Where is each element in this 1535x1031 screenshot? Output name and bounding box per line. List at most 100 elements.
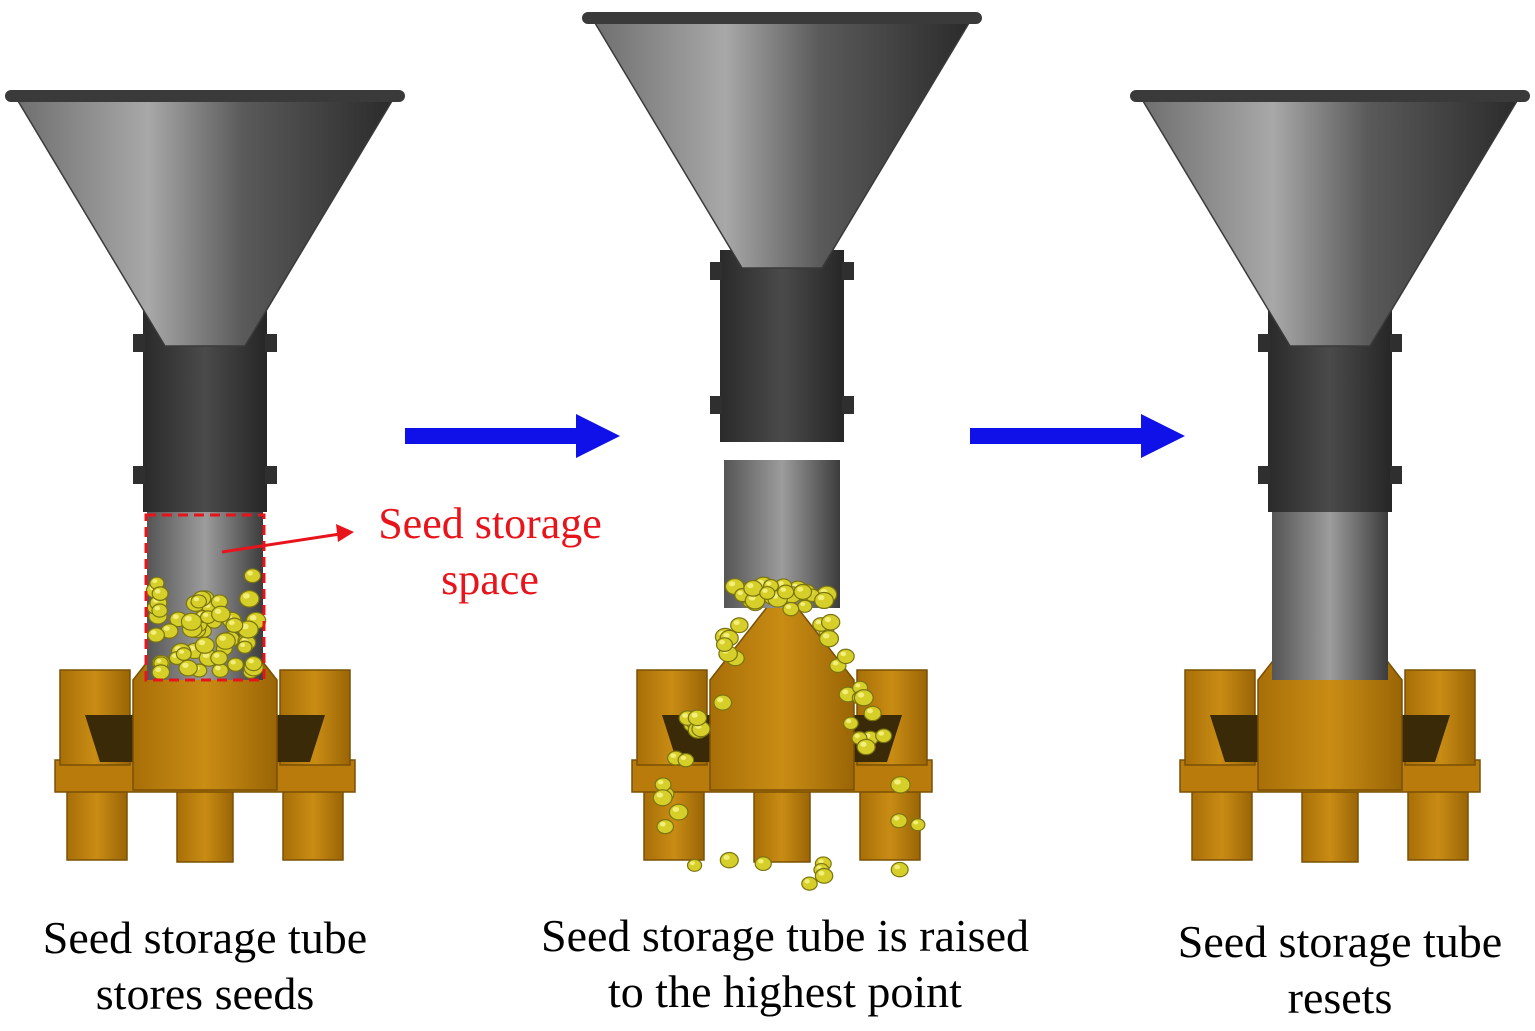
caption-stage-2-line1: Seed storage tube is raised — [541, 910, 1029, 961]
bracket-left-0 — [1258, 334, 1270, 352]
channel-right — [277, 715, 325, 762]
seed — [782, 601, 800, 617]
seed — [842, 716, 859, 731]
seed — [237, 640, 253, 654]
seed — [856, 738, 876, 756]
seed — [730, 617, 749, 634]
seed — [211, 663, 229, 678]
outlet-center — [1301, 789, 1359, 863]
channel-right — [1402, 715, 1450, 762]
assembly-stage-1 — [5, 90, 405, 863]
bracket-right-0 — [1390, 334, 1402, 352]
seed — [147, 627, 165, 643]
seed — [190, 594, 207, 609]
funnel-cone — [1138, 95, 1522, 347]
seed — [744, 591, 766, 610]
seed — [244, 655, 263, 672]
seed — [194, 636, 215, 654]
outer-sleeve — [720, 250, 844, 442]
seed — [668, 803, 689, 821]
caption-stage-3-line2: resets — [1287, 972, 1393, 1023]
caption-stage-2: Seed storage tube is raised to the highe… — [490, 908, 1080, 1020]
seed — [777, 584, 795, 600]
seed — [227, 657, 244, 672]
seed — [801, 876, 818, 891]
outlet-left — [66, 789, 128, 861]
seed — [713, 694, 733, 711]
hopper-funnel — [5, 90, 405, 347]
caption-stage-1-line1: Seed storage tube — [42, 912, 368, 963]
outlet-left — [1191, 789, 1253, 861]
arrow-stage-1-to-2-shaft — [405, 428, 580, 444]
storage-tube-inner — [1272, 500, 1388, 680]
bracket-right-1 — [1390, 466, 1402, 484]
seed — [863, 705, 882, 722]
seed — [652, 789, 673, 807]
arrow-stage-1-to-2-head — [576, 414, 620, 458]
seed — [243, 568, 262, 584]
funnel-cone — [13, 95, 397, 347]
seed — [225, 617, 244, 633]
caption-stage-2-line2: to the highest point — [608, 966, 962, 1017]
seed — [759, 586, 776, 600]
seed — [814, 867, 834, 884]
bracket-left-1 — [710, 396, 722, 414]
seed — [686, 858, 703, 872]
seed — [151, 664, 171, 681]
bracket-left-0 — [710, 262, 722, 280]
seed — [754, 856, 772, 872]
seed — [875, 728, 893, 744]
hopper-funnel — [582, 12, 982, 269]
seed — [654, 777, 672, 792]
seed — [677, 753, 695, 768]
arrow-stage-1-to-2 — [405, 414, 620, 458]
seed — [239, 590, 260, 608]
seed — [814, 591, 834, 610]
seed — [687, 709, 708, 727]
bracket-left-0 — [133, 334, 145, 352]
seed — [719, 851, 739, 869]
seed — [853, 689, 874, 707]
seed — [656, 819, 675, 835]
caption-stage-1-line2: stores seeds — [95, 968, 315, 1019]
funnel-rim — [5, 90, 405, 102]
funnel-rim — [582, 12, 982, 24]
outlet-right — [1407, 789, 1469, 861]
seed — [890, 776, 911, 794]
channel-left — [1210, 715, 1258, 762]
seed-storage-tube — [133, 270, 277, 681]
seed-storage-space-label: Seed storage space — [340, 496, 640, 608]
arrow-stage-2-to-3 — [970, 414, 1185, 458]
outlet-right — [859, 789, 921, 861]
seed — [175, 647, 192, 661]
outlet-left — [643, 789, 705, 861]
seed — [715, 637, 734, 653]
hopper-funnel — [1130, 90, 1530, 347]
annotation-pointer-arrowhead — [336, 524, 354, 542]
seed — [151, 586, 169, 601]
funnel-cone — [590, 17, 974, 269]
seed — [160, 623, 179, 639]
seed — [180, 612, 202, 631]
annotation-pointer-line — [221, 532, 341, 554]
caption-stage-1: Seed storage tube stores seeds — [0, 910, 410, 1022]
assembly-stage-2 — [582, 12, 982, 891]
bracket-right-1 — [265, 466, 277, 484]
seed — [910, 818, 926, 832]
seed-storage-space-label-line1: Seed storage — [378, 499, 602, 548]
arrow-stage-2-to-3-head — [1141, 414, 1185, 458]
seed — [836, 648, 855, 665]
channel-left — [85, 715, 133, 762]
funnel-rim — [1130, 90, 1530, 102]
seed — [151, 603, 168, 618]
outlet-center — [753, 789, 811, 863]
seed — [178, 659, 198, 677]
seed-divider-base — [631, 586, 933, 863]
caption-stage-3: Seed storage tube resets — [1140, 914, 1535, 1026]
caption-stage-3-line1: Seed storage tube — [1177, 916, 1503, 967]
outlet-center — [176, 789, 234, 863]
seed — [210, 605, 231, 623]
outlet-right — [282, 789, 344, 861]
seed — [793, 583, 813, 600]
